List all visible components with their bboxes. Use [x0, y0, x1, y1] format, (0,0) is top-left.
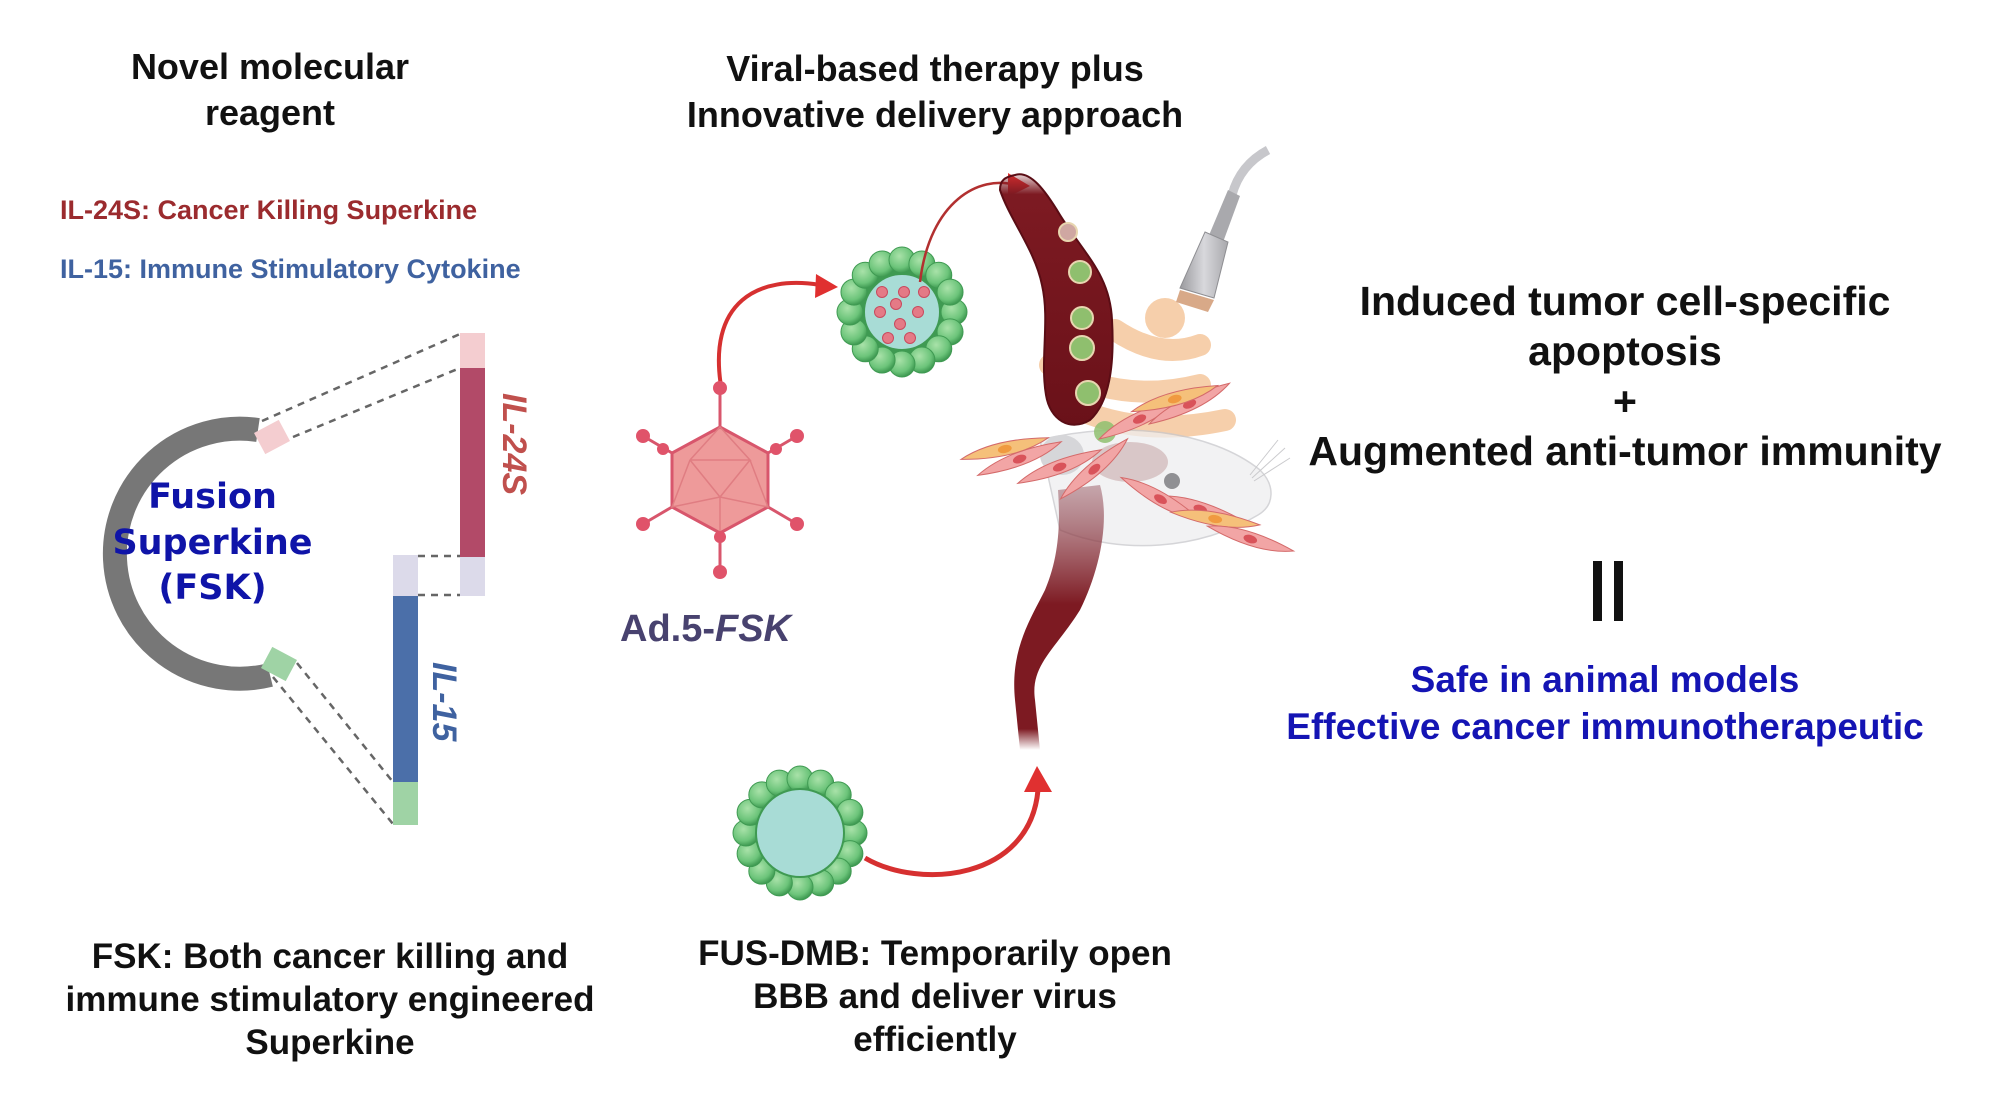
outcome-block: Induced tumor cell-specific apoptosis + … — [1280, 276, 1970, 476]
middle-heading-line-1: Viral-based therapy plus — [726, 48, 1144, 89]
virus-particle-icon — [898, 286, 910, 298]
middle-heading-line-2: Innovative delivery approach — [686, 94, 1184, 136]
fsk-caption-line-1: FSK: Both cancer killing and — [91, 937, 569, 976]
ultrasound-probe-icon — [1176, 146, 1271, 312]
equals-symbol-icon — [1593, 561, 1623, 621]
virus-particle-icon — [890, 298, 902, 310]
equals-bar — [1593, 561, 1602, 621]
il24s-gene-bar — [460, 333, 485, 596]
adenovirus-label-prefix: Ad.5- — [620, 608, 715, 650]
endothelial-cell — [1059, 437, 1129, 501]
fsk-caption-line-2: immune stimulatory engineered — [65, 980, 595, 1019]
endothelial-cell — [1205, 525, 1296, 552]
virus-particle-icon — [912, 306, 924, 318]
fus-dmb-caption-line-3: efficiently — [853, 1020, 1017, 1059]
left-heading-line-2: reagent — [204, 92, 336, 134]
nanoparticle-core — [755, 788, 845, 878]
lipid-bead — [936, 278, 964, 306]
outcome-line-1: Induced tumor cell-specific — [1359, 278, 1891, 324]
fsk-caption: FSK: Both cancer killing and immune stim… — [40, 935, 620, 1064]
fusion-label-line-1: Fusion — [148, 477, 277, 517]
virus-particle-icon — [904, 332, 916, 344]
il15-gene-bar — [393, 555, 418, 825]
arrow-virus-to-nanoparticle — [716, 280, 821, 393]
middle-heading: Viral-based therapy plus Innovative deli… — [640, 46, 1230, 138]
fus-dmb-caption-line-2: BBB and deliver virus — [753, 977, 1117, 1016]
conclusion-line-1: Safe in animal models — [1410, 659, 1800, 700]
virus-particle-icon — [918, 286, 930, 298]
adenovirus-icon — [636, 381, 804, 579]
il15-bar-label: IL-15 — [425, 662, 463, 742]
bbb-cell-layer-icon — [959, 382, 1296, 552]
equals-bar — [1614, 561, 1623, 621]
left-heading-line-1: Novel molecular — [130, 46, 410, 87]
vessel-cells — [1058, 222, 1116, 443]
legend-il24s: IL-24S: Cancer Killing Superkine — [60, 195, 478, 225]
blood-vessel-lower-icon — [1014, 485, 1104, 750]
arrow-head-icon — [815, 274, 838, 298]
conclusion-block: Safe in animal models Effective cancer i… — [1240, 656, 1970, 750]
virus-particle-icon — [894, 318, 906, 330]
legend-il15: IL-15: Immune Stimulatory Cytokine — [60, 254, 521, 284]
arrow-bottom-nanoparticle-to-vessel — [863, 789, 1041, 878]
endothelial-cell — [1129, 384, 1220, 413]
endothelial-cell — [1016, 449, 1103, 485]
endothelial-cell — [959, 437, 1050, 460]
plasmid-il15-insert — [261, 646, 297, 682]
outcome-line-3: Augmented anti-tumor immunity — [1308, 428, 1942, 474]
plasmid-il24s-insert — [254, 419, 290, 455]
endothelial-cell — [1168, 509, 1262, 528]
fus-dmb-caption-line-1: FUS-DMB: Temporarily open — [698, 934, 1172, 973]
arrow-head-icon — [1024, 766, 1052, 792]
fusion-superkine-label: Fusion Superkine (FSK) — [105, 475, 320, 612]
virus-particle-icon — [876, 286, 888, 298]
endothelial-cell — [976, 441, 1063, 477]
plasmid-ring-icon — [102, 416, 297, 691]
nanoparticle-empty-icon — [732, 765, 868, 901]
nanoparticle-loaded-icon — [836, 246, 968, 378]
fusion-label-line-2: Superkine — [112, 522, 313, 563]
plasmid-backbone — [102, 416, 273, 691]
virus-particle-icon — [874, 306, 886, 318]
outcome-plus: + — [1613, 378, 1637, 424]
fsk-caption-line-3: Superkine — [245, 1023, 415, 1062]
connector-lines — [261, 332, 461, 825]
fusion-label-line-3: (FSK) — [158, 568, 267, 608]
adenovirus-label-gene: FSK — [715, 608, 791, 650]
blood-vessel-icon — [998, 173, 1116, 443]
virus-particle-icon — [882, 332, 894, 344]
outcome-line-2: apoptosis — [1528, 328, 1722, 374]
il24s-bar-label: IL-24S — [495, 393, 533, 496]
fus-dmb-caption: FUS-DMB: Temporarily open BBB and delive… — [660, 932, 1210, 1061]
left-heading: Novel molecular reagent — [90, 44, 450, 136]
conclusion-line-2: Effective cancer immunotherapeutic — [1286, 706, 1924, 747]
adenovirus-label: Ad.5-FSK — [620, 608, 791, 651]
